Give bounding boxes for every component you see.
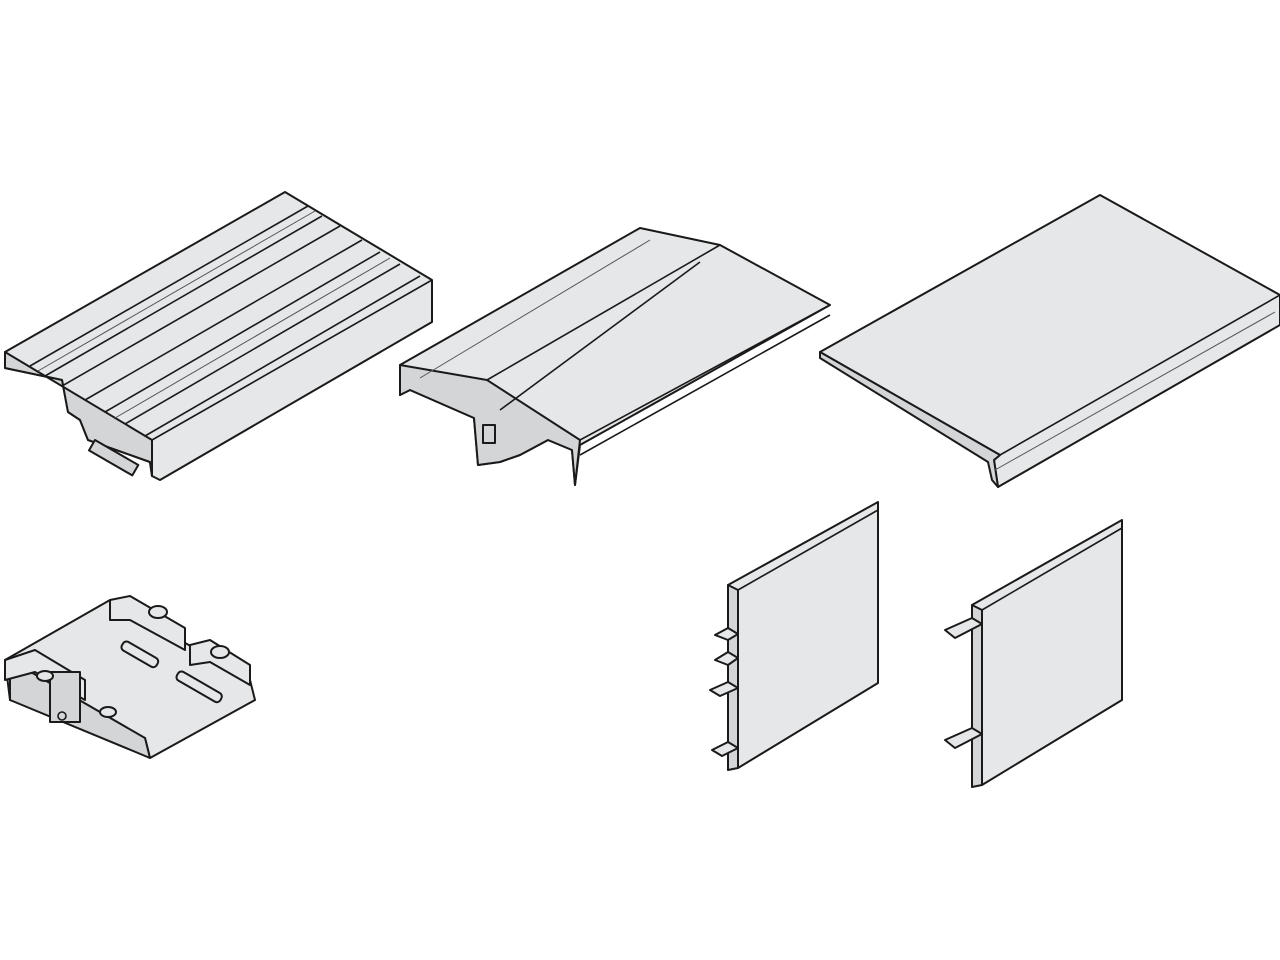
connector-clip (4, 595, 256, 759)
end-cap-b (944, 519, 1123, 788)
double-channel-profile (399, 227, 831, 486)
end-cap-a (709, 501, 879, 771)
grooved-track-profile (4, 191, 433, 481)
cover-plate-profile (819, 194, 1280, 488)
